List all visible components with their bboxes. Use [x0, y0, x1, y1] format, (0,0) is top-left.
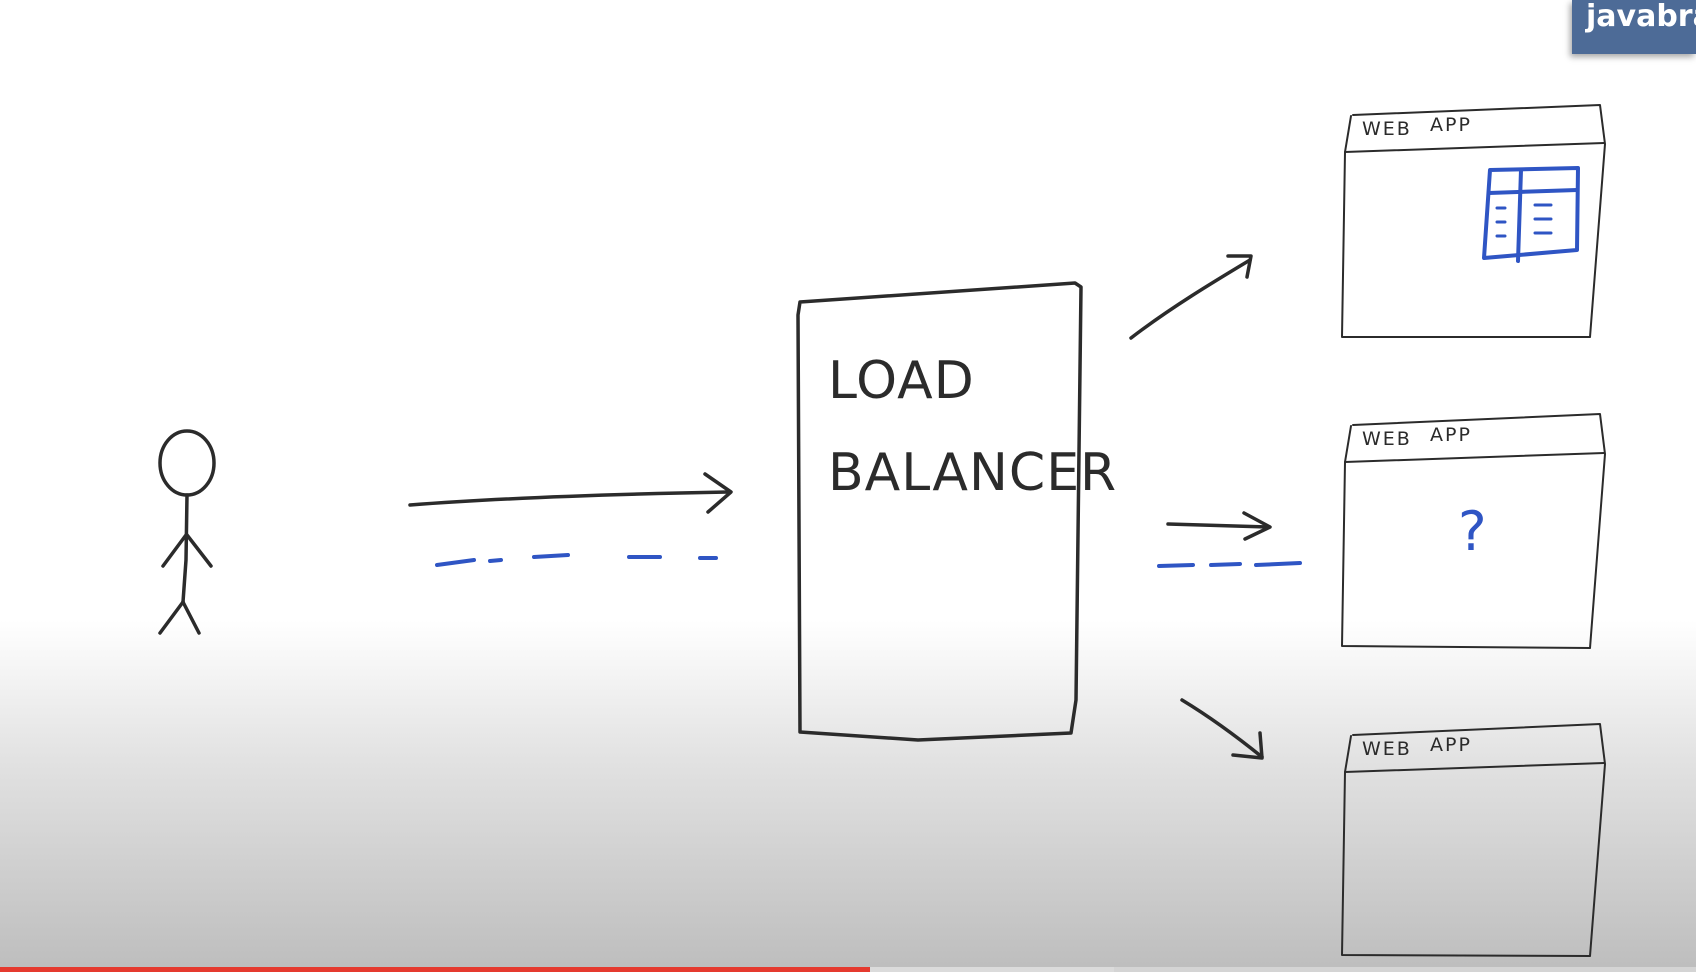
load-balancer-label-line2: BALANCER [828, 443, 1117, 503]
channel-watermark[interactable]: javabrains [1572, 0, 1696, 54]
arrow-to-app-top [1129, 254, 1253, 340]
web-app-middle-label-app: APP [1430, 424, 1472, 446]
web-app-bottom-label-web: WEB [1362, 738, 1412, 760]
progress-played [0, 967, 871, 972]
arrow-to-app-middle [1166, 511, 1272, 541]
web-app-window-top: WEB APP [1341, 104, 1606, 338]
load-balancer-label-line1: LOAD [828, 351, 975, 411]
web-app-window-bottom: WEB APP [1341, 723, 1606, 957]
user-stick-figure [158, 429, 216, 635]
web-app-top-label-app: APP [1430, 114, 1472, 136]
web-app-bottom-label-app: APP [1430, 734, 1472, 756]
arrow-to-app-bottom [1180, 698, 1264, 760]
web-app-middle-label-web: WEB [1362, 428, 1412, 450]
video-progress-bar[interactable] [0, 967, 1696, 972]
web-app-window-middle: WEB APP ? [1341, 413, 1606, 649]
web-app-top-label-web: WEB [1362, 118, 1412, 140]
load-balancer-box: LOAD BALANCER [796, 281, 1117, 742]
blue-dashed-line-right [1157, 561, 1302, 568]
blue-dashed-line-left [435, 553, 718, 567]
request-arrow [408, 472, 733, 514]
spreadsheet-icon [1482, 166, 1580, 263]
question-mark: ? [1458, 500, 1487, 563]
